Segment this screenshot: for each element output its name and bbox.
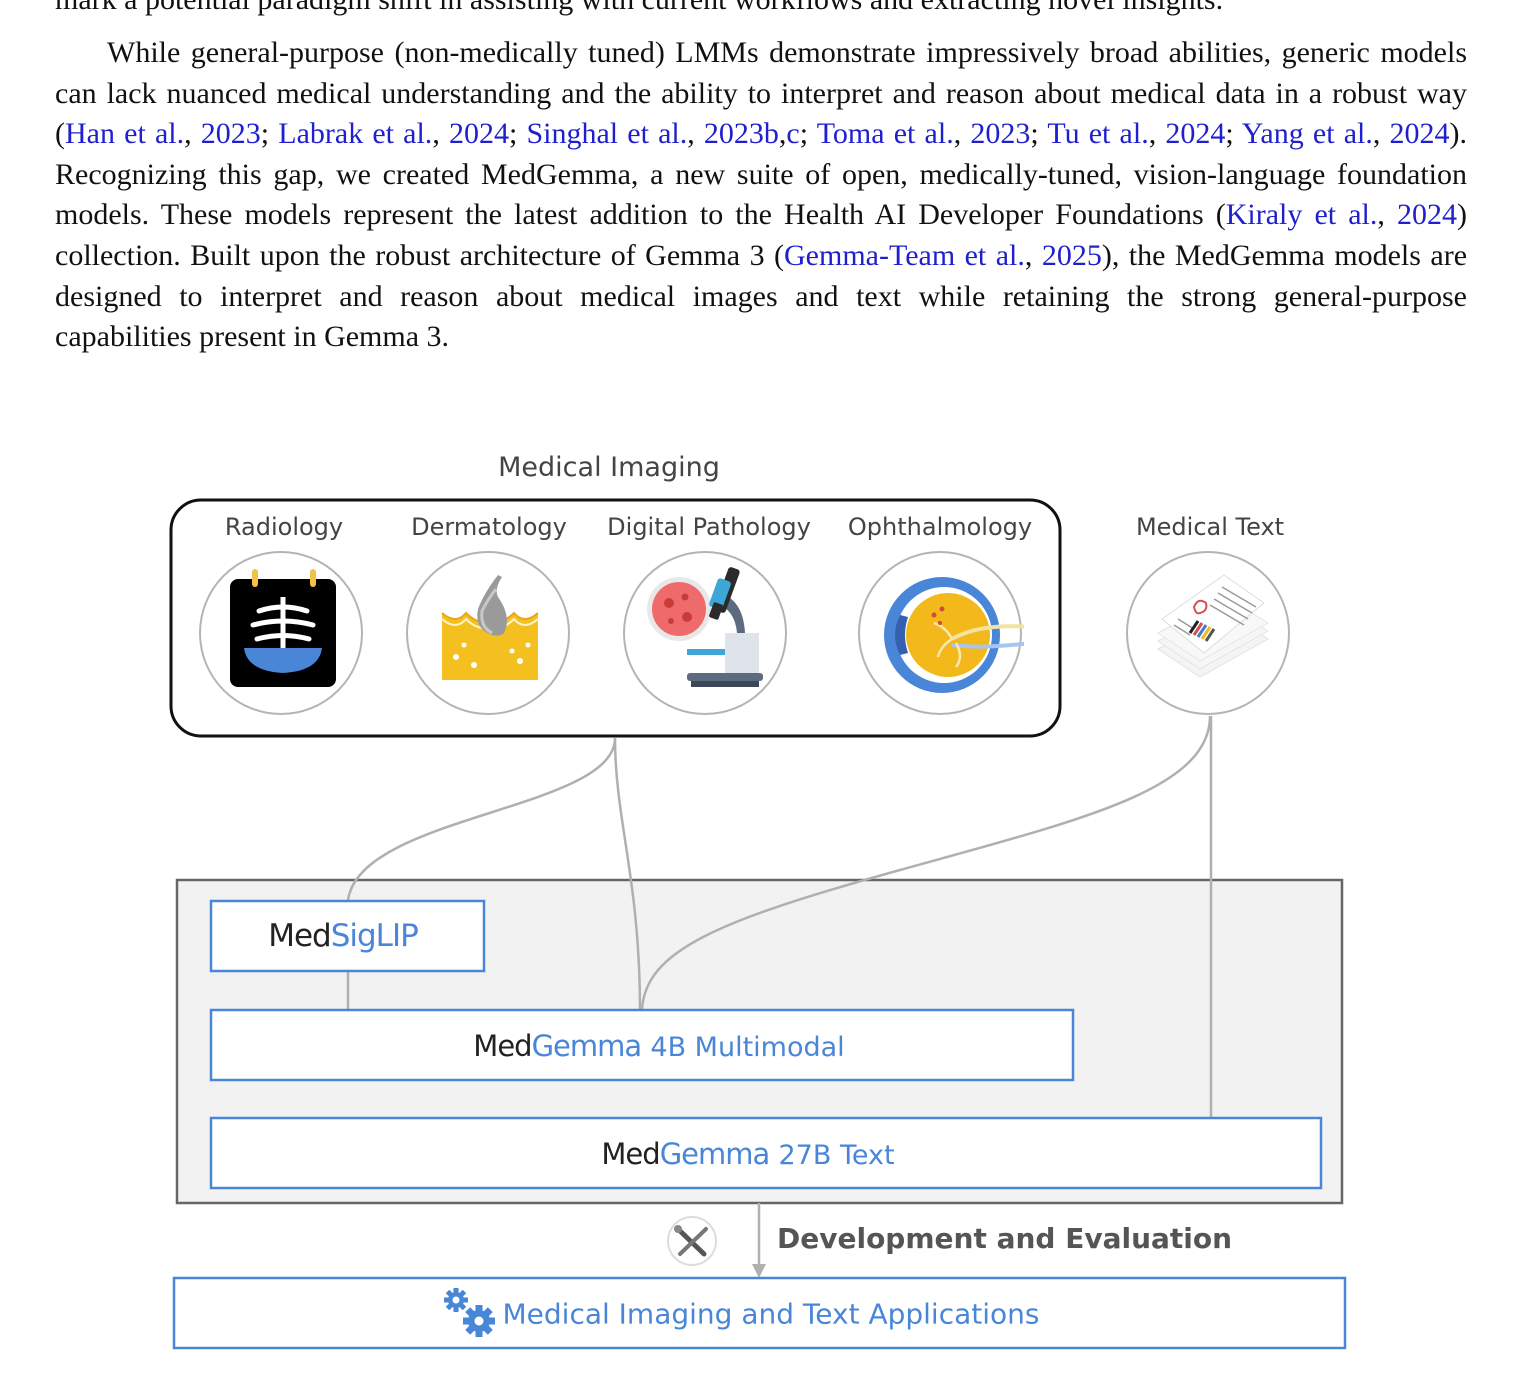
citation-link[interactable]: 2023: [970, 117, 1031, 151]
citation-link[interactable]: Toma et al.: [816, 117, 954, 151]
citation-link[interactable]: 2024: [1165, 117, 1226, 151]
citation-link[interactable]: c: [786, 117, 800, 151]
applications-box: [172, 1276, 1347, 1350]
pathology-icon: [623, 551, 787, 715]
gemma4b-label: MedGemma 4B Multimodal: [473, 1029, 845, 1063]
medical-text-icon: [1126, 551, 1290, 715]
paragraph-text: ,: [1024, 238, 1042, 272]
paragraph-text: While general-purpose (non-medically tun…: [55, 36, 1467, 151]
paragraph-text: ,: [432, 117, 449, 151]
applications-label: Medical Imaging and Text Applications: [502, 1297, 1040, 1331]
citation-link[interactable]: 2024: [448, 117, 509, 151]
paragraph-text: ), the MedGemma models are designed to i…: [55, 238, 1468, 354]
gemma27b-box: [209, 1116, 1323, 1190]
gemma4b-box: [209, 1008, 1075, 1082]
citation-link[interactable]: 2025: [1041, 238, 1102, 272]
citation-link[interactable]: Gemma-Team et al.: [784, 238, 1025, 272]
body-paragraph: While general-purpose (non-medically tun…: [55, 33, 1467, 358]
paragraph-text: ;: [260, 117, 279, 151]
citation-link[interactable]: 2024: [1389, 117, 1450, 151]
paragraph-text: ,: [687, 117, 704, 151]
dermatology-icon: [406, 551, 570, 715]
citation-link[interactable]: Singhal et al.: [526, 117, 688, 151]
dev-eval-label: Development and Evaluation: [777, 1222, 1233, 1255]
citation-link[interactable]: Yang et al.: [1241, 117, 1373, 151]
citation-link[interactable]: 2023: [200, 117, 261, 151]
citation-link[interactable]: Tu et al.: [1047, 117, 1149, 151]
citation-link[interactable]: Han et al.: [65, 117, 185, 151]
category-dermatology: Dermatology: [411, 513, 567, 541]
category-pathology: Digital Pathology: [607, 513, 811, 541]
imaging-group-frame: [169, 498, 1062, 738]
siglip-label: MedSigLIP: [268, 918, 419, 954]
ophthalmology-icon: [858, 551, 1024, 715]
paragraph-text: ;: [799, 117, 817, 151]
paragraph-text: ,: [1372, 117, 1390, 151]
paragraph-text: ) collection. Built upon the robust arch…: [55, 198, 1467, 272]
citation-link[interactable]: 2024: [1397, 198, 1457, 232]
paragraph-text: ). Recognizing this gap, we created MedG…: [55, 117, 1467, 232]
paragraph-text: ,: [1377, 198, 1397, 232]
connector-imaging-4b: [613, 737, 642, 1011]
tools-icon: [667, 1216, 717, 1266]
citation-link[interactable]: Kiraly et al.: [1225, 198, 1378, 232]
category-ophthalmology: Ophthalmology: [847, 513, 1033, 541]
paragraph-text: ,: [953, 117, 971, 151]
paragraph-text: ,: [1148, 117, 1166, 151]
imaging-group-title: Medical Imaging: [498, 452, 720, 483]
citation-link[interactable]: Labrak et al.: [278, 117, 433, 151]
paragraph-text: ,: [778, 117, 787, 151]
category-medical-text: Medical Text: [1135, 513, 1285, 541]
radiology-icon: [199, 551, 363, 715]
dev-arrow-head: [752, 1264, 766, 1278]
paragraph-text: ,: [184, 117, 201, 151]
paragraph-text: ;: [1030, 117, 1048, 151]
gears-icon: [444, 1288, 495, 1337]
paragraph-text: ;: [1225, 117, 1242, 151]
previous-paragraph-line: mark a potential paradigm shift in assis…: [55, 0, 1475, 17]
connector-imaging-siglip: [346, 737, 617, 901]
siglip-box: [209, 899, 486, 973]
connector-text-4b: [640, 715, 1212, 1011]
category-radiology: Radiology: [224, 513, 344, 541]
citation-link[interactable]: 2023b: [703, 117, 779, 151]
paragraph-text: ;: [508, 117, 527, 151]
gemma27b-label: MedGemma 27B Text: [601, 1137, 895, 1171]
